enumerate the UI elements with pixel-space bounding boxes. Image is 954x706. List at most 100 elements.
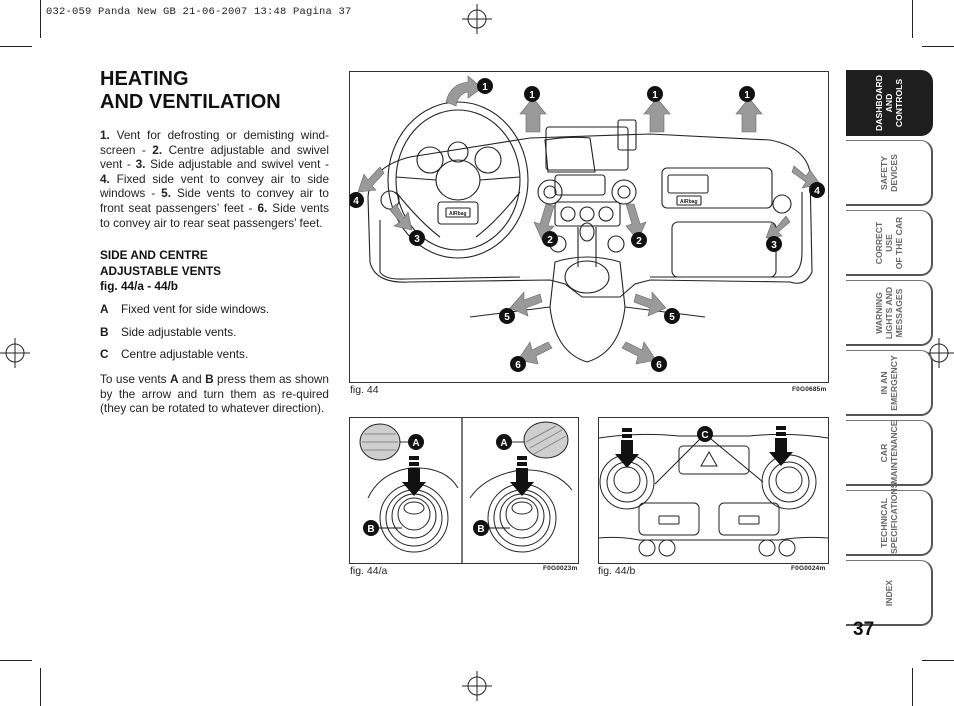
definition-item: A Fixed vent for side windows. xyxy=(100,302,329,325)
figure-44b-caption: fig. 44/b xyxy=(598,565,636,577)
usage-text: and xyxy=(178,372,206,386)
svg-text:1: 1 xyxy=(482,82,488,93)
svg-text:B: B xyxy=(367,524,374,535)
page-title: HEATING AND VENTILATION xyxy=(100,68,281,114)
svg-text:2: 2 xyxy=(636,236,642,247)
svg-text:6: 6 xyxy=(656,360,662,371)
callout-2a: 2 xyxy=(542,231,558,247)
usage-key: A xyxy=(169,372,179,386)
page-number: 37 xyxy=(853,619,875,640)
dashboard-drawing: AIRbag AIRbag xyxy=(350,75,825,372)
figure-44a-code: F0G0023m xyxy=(543,565,578,572)
svg-text:1: 1 xyxy=(529,90,535,101)
callout-1c: 1 xyxy=(647,86,663,102)
definition-item: C Centre adjustable vents. xyxy=(100,347,329,370)
callout-A-right: A xyxy=(496,434,512,450)
item-text: Side adjustable and swivel vent - xyxy=(145,157,329,172)
centre-vents-drawing: C xyxy=(599,426,828,557)
callout-1a: 1 xyxy=(477,78,493,94)
print-header: 032-059 Panda New GB 21-06-2007 13:48 Pa… xyxy=(46,6,352,18)
definition-text: Side adjustable vents. xyxy=(121,324,237,339)
subsection-figure-ref: fig. 44/a - 44/b xyxy=(100,279,179,293)
subsection-line: SIDE AND CENTRE xyxy=(100,248,208,262)
definition-key: B xyxy=(100,324,109,339)
figure-44-code: F0G0685m xyxy=(792,386,827,393)
callout-B-left: B xyxy=(363,520,379,536)
figure-44a-caption: fig. 44/a xyxy=(350,565,388,577)
definition-text: Fixed vent for side windows. xyxy=(121,302,270,316)
callouts-main: 1 1 1 1 4 4 3 3 2 2 5 5 6 6 xyxy=(350,78,825,372)
callout-6a: 6 xyxy=(510,356,526,372)
tab-label: INDEX xyxy=(883,579,894,606)
usage-text: press them as shown by the arrow and tur… xyxy=(100,372,329,416)
usage-key: B xyxy=(205,372,214,386)
svg-text:5: 5 xyxy=(669,312,675,323)
callout-5a: 5 xyxy=(499,308,515,324)
definition-key: A xyxy=(100,302,109,316)
intro-paragraph: 1. Vent for defrosting or demisting wind… xyxy=(100,128,329,230)
svg-text:B: B xyxy=(477,524,484,535)
definition-key: C xyxy=(100,347,109,361)
callout-3b: 3 xyxy=(766,236,782,252)
figure-44a-side-vents: A A B B xyxy=(349,417,579,564)
svg-text:A: A xyxy=(412,438,419,449)
item-number: 1. xyxy=(100,128,110,142)
title-line-2: AND VENTILATION xyxy=(100,91,281,113)
svg-text:4: 4 xyxy=(814,186,820,197)
svg-text:3: 3 xyxy=(771,240,777,251)
subsection-heading: SIDE AND CENTRE ADJUSTABLE VENTS fig. 44… xyxy=(100,248,329,295)
tab-index[interactable]: INDEX xyxy=(846,560,933,626)
svg-text:3: 3 xyxy=(414,234,420,245)
callout-1b: 1 xyxy=(524,86,540,102)
figure-44-dashboard-illustration: AIRbag AIRbag xyxy=(349,71,829,383)
callout-1d: 1 xyxy=(739,86,755,102)
callout-C: C xyxy=(697,426,713,442)
callout-B-right: B xyxy=(473,520,489,536)
title-line-1: HEATING xyxy=(100,68,189,90)
item-text: Fixed side vent to convey air to side wi… xyxy=(100,171,329,201)
callout-2b: 2 xyxy=(631,232,647,248)
svg-text:5: 5 xyxy=(504,312,510,323)
item-text: Vent for defrosting or demisting wind-sc… xyxy=(100,128,329,157)
airbag-label-steering: AIRbag xyxy=(449,211,467,217)
definition-item: B Side adjustable vents. xyxy=(100,325,329,348)
callout-5b: 5 xyxy=(664,308,680,324)
usage-text: To use vents xyxy=(100,372,170,386)
item-number: 5. xyxy=(161,186,172,201)
side-vents-drawing: A A B B xyxy=(359,418,573,563)
vent-definitions: A Fixed vent for side windows. B Side ad… xyxy=(100,302,329,370)
definition-text: Centre adjustable vents. xyxy=(121,347,249,361)
svg-text:4: 4 xyxy=(353,196,359,207)
subsection-line: ADJUSTABLE VENTS xyxy=(100,263,222,278)
svg-text:6: 6 xyxy=(515,360,521,371)
item-number: 6. xyxy=(257,200,268,215)
item-number: 3. xyxy=(135,157,146,172)
svg-text:C: C xyxy=(701,430,708,441)
figure-44b-code: F0G0024m xyxy=(791,565,826,572)
item-text: Centre adjustable and swivel vent - xyxy=(100,142,329,172)
callout-4a: 4 xyxy=(350,192,364,208)
item-text: Side vents to convey air to front seat p… xyxy=(100,186,329,215)
figure-44-caption: fig. 44 xyxy=(350,384,379,396)
callout-A-left: A xyxy=(408,434,424,450)
svg-text:2: 2 xyxy=(547,235,553,246)
figure-44b-centre-vents: C xyxy=(598,417,829,564)
svg-text:1: 1 xyxy=(652,90,658,101)
item-number: 2. xyxy=(152,142,163,157)
callout-6b: 6 xyxy=(651,356,667,372)
item-number: 4. xyxy=(100,171,110,186)
callout-4b: 4 xyxy=(809,182,825,198)
